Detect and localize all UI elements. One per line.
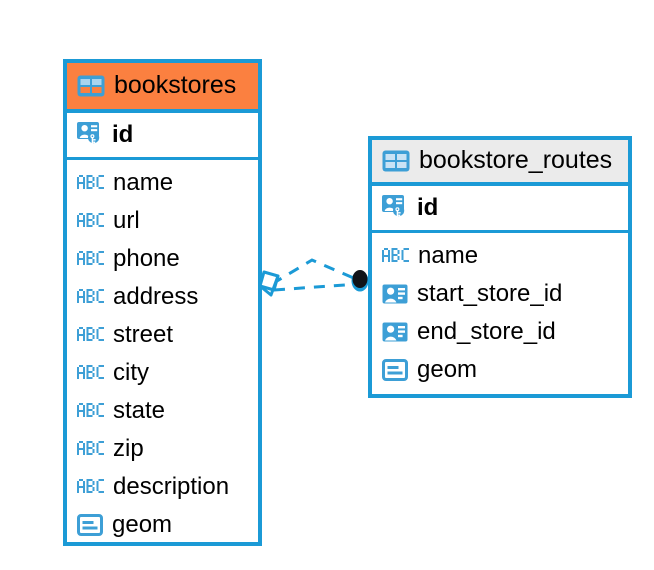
field-row-end-store-id[interactable]: end_store_id [382,313,618,351]
field-row-address[interactable]: address [77,278,248,316]
field-row-phone[interactable]: phone [77,240,248,278]
field-row-city[interactable]: city [77,354,248,392]
primary-key-icon [77,121,104,148]
field-list-bookstores: name u [67,160,258,550]
field-list-bookstore-routes: name start_store_id [372,233,628,395]
relationship-line-upper [271,258,359,286]
abc-text-icon [77,251,104,267]
field-row-street[interactable]: street [77,316,248,354]
field-label: zip [113,435,144,463]
field-label: name [418,242,479,270]
field-row-state[interactable]: state [77,392,248,430]
field-label: state [113,397,166,425]
abc-text-icon [77,479,104,495]
field-row-geom[interactable]: geom [382,351,618,389]
abc-text-icon [77,365,104,381]
field-label: address [113,283,199,311]
foreign-key-icon [382,283,408,305]
field-label: street [113,321,174,349]
field-row-url[interactable]: url [77,202,248,240]
abc-text-icon [77,403,104,419]
primary-key-icon [382,194,409,221]
entity-header-bookstore-routes[interactable]: bookstore_routes [372,140,628,186]
field-row-start-store-id[interactable]: start_store_id [382,275,618,313]
abc-text-icon [382,248,409,264]
field-row-primary-key[interactable]: id [67,113,258,160]
field-label: end_store_id [417,318,556,346]
field-label: description [113,473,230,501]
foreign-key-icon [382,321,408,343]
field-row-geom[interactable]: geom [77,506,248,544]
field-label: phone [113,245,180,273]
field-label: name [113,169,174,197]
field-row-zip[interactable]: zip [77,430,248,468]
field-label: geom [112,511,173,539]
abc-text-icon [77,175,104,191]
field-row-name[interactable]: name [382,237,618,275]
abc-text-icon [77,289,104,305]
abc-text-icon [77,441,104,457]
geometry-icon [77,514,103,536]
entity-title: bookstores [114,71,237,100]
abc-text-icon [77,327,104,343]
field-row-description[interactable]: description [77,468,248,506]
field-row-primary-key[interactable]: id [372,186,628,233]
diamond-crowsfoot-marker [258,270,280,297]
field-label: id [112,120,134,148]
filled-circle-marker [351,270,369,292]
relationship-connector[interactable] [250,240,380,320]
entity-bookstores[interactable]: bookstores [63,59,262,546]
geometry-icon [382,359,408,381]
field-row-name[interactable]: name [77,164,248,202]
entity-bookstore-routes[interactable]: bookstore_routes [368,136,632,398]
entity-title: bookstore_routes [419,146,613,175]
relationship-line-lower [273,282,359,292]
field-label: city [113,359,149,387]
field-label: url [113,207,140,235]
field-label: id [417,193,439,221]
field-label: start_store_id [417,280,563,308]
field-label: geom [417,356,478,384]
table-icon [77,75,105,97]
entity-header-bookstores[interactable]: bookstores [67,63,258,113]
abc-text-icon [77,213,104,229]
table-icon [382,150,410,172]
